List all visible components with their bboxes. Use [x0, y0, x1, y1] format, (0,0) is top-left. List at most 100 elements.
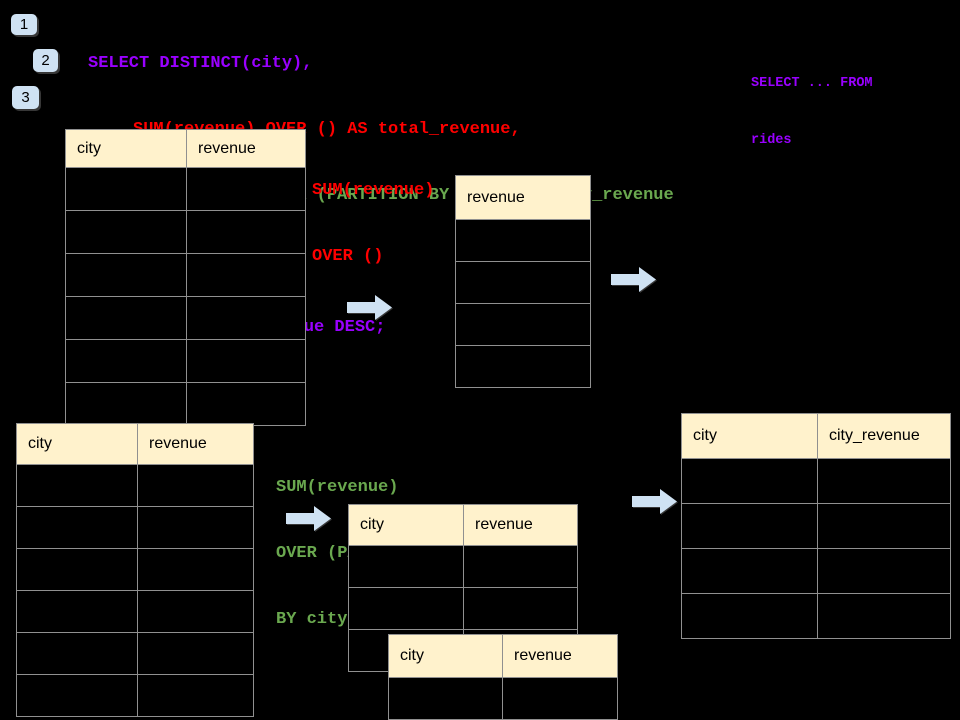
- step-badge-3: 3: [12, 86, 39, 109]
- label-line: SUM(revenue): [312, 181, 435, 200]
- source-table-top: city revenue: [65, 129, 306, 426]
- table-row: [388, 677, 618, 720]
- empty-cell: [16, 464, 138, 507]
- empty-cell: [817, 593, 951, 639]
- empty-cell: [348, 587, 464, 630]
- label-line: OVER (): [312, 247, 384, 266]
- label-line: BY city): [276, 610, 358, 629]
- table-row: [681, 458, 951, 504]
- empty-cell: [65, 167, 187, 211]
- column-header-revenue: revenue: [502, 634, 618, 678]
- empty-cell: [65, 382, 187, 426]
- empty-cell: [65, 339, 187, 383]
- empty-cell: [463, 545, 578, 588]
- column-header-revenue: revenue: [463, 504, 578, 546]
- step-badge-1: 1: [11, 14, 37, 35]
- empty-cell: [186, 210, 306, 254]
- city-revenue-result-table: city city_revenue: [681, 413, 951, 639]
- flow-arrow-icon: [611, 267, 656, 292]
- empty-cell: [348, 545, 464, 588]
- empty-cell: [137, 464, 254, 507]
- label-line: SUM(revenue): [276, 478, 399, 497]
- empty-cell: [186, 167, 306, 211]
- table-row: [16, 506, 254, 549]
- table-row: [65, 296, 306, 340]
- table-row: [16, 674, 254, 717]
- total-revenue-table: revenue: [455, 175, 591, 388]
- empty-cell: [455, 219, 591, 262]
- window-total-label: SUM(revenue) OVER (): [312, 136, 434, 312]
- empty-cell: [455, 261, 591, 304]
- header-row: city city_revenue: [681, 413, 951, 459]
- empty-cell: [455, 345, 591, 388]
- empty-cell: [681, 593, 818, 639]
- column-header-city: city: [16, 423, 138, 465]
- header-row: city revenue: [16, 423, 254, 465]
- empty-cell: [65, 210, 187, 254]
- empty-cell: [388, 677, 503, 720]
- empty-cell: [681, 548, 818, 594]
- column-header-revenue: revenue: [455, 175, 591, 220]
- table-row: [681, 548, 951, 594]
- table-row: [455, 303, 591, 346]
- empty-cell: [817, 548, 951, 594]
- empty-cell: [463, 587, 578, 630]
- empty-cell: [65, 253, 187, 297]
- table-row: [65, 253, 306, 297]
- header-row: city revenue: [388, 634, 618, 678]
- empty-cell: [16, 674, 138, 717]
- table-row: [16, 548, 254, 591]
- table-row: [16, 590, 254, 633]
- header-row: city revenue: [348, 504, 578, 546]
- side-query-code: SELECT ... FROM rides: [751, 36, 873, 188]
- table-row: [65, 210, 306, 254]
- table-row: [348, 545, 578, 588]
- empty-cell: [186, 253, 306, 297]
- column-header-city: city: [681, 413, 818, 459]
- header-row: revenue: [455, 175, 591, 220]
- column-header-city: city: [388, 634, 503, 678]
- empty-cell: [681, 503, 818, 549]
- empty-cell: [16, 590, 138, 633]
- empty-cell: [186, 296, 306, 340]
- header-row: city revenue: [65, 129, 306, 168]
- flow-arrow-icon: [347, 295, 392, 320]
- column-header-city: city: [348, 504, 464, 546]
- table-row: [681, 503, 951, 549]
- empty-cell: [137, 506, 254, 549]
- table-row: [65, 339, 306, 383]
- table-row: [16, 632, 254, 675]
- side-code-line: rides: [751, 133, 792, 148]
- empty-cell: [137, 674, 254, 717]
- empty-cell: [65, 296, 187, 340]
- flow-arrow-icon: [286, 506, 331, 531]
- code-line-select: SELECT DISTINCT(city),: [88, 54, 313, 73]
- column-header-revenue: revenue: [186, 129, 306, 168]
- table-row: [455, 345, 591, 388]
- column-header-city-revenue: city_revenue: [817, 413, 951, 459]
- empty-cell: [137, 632, 254, 675]
- table-row: [65, 167, 306, 211]
- side-code-line: SELECT ... FROM: [751, 76, 873, 91]
- column-header-city: city: [65, 129, 187, 168]
- empty-cell: [137, 590, 254, 633]
- table-row: [455, 219, 591, 262]
- empty-cell: [186, 382, 306, 426]
- empty-cell: [502, 677, 618, 720]
- table-row: [65, 382, 306, 426]
- step-badge-2: 2: [33, 49, 58, 72]
- source-table-bottom: city revenue: [16, 423, 254, 717]
- empty-cell: [186, 339, 306, 383]
- partition-table-b: city revenue: [388, 634, 618, 720]
- empty-cell: [455, 303, 591, 346]
- empty-cell: [681, 458, 818, 504]
- empty-cell: [16, 548, 138, 591]
- empty-cell: [817, 458, 951, 504]
- empty-cell: [137, 548, 254, 591]
- empty-cell: [817, 503, 951, 549]
- column-header-revenue: revenue: [137, 423, 254, 465]
- table-row: [455, 261, 591, 304]
- table-row: [348, 587, 578, 630]
- table-row: [681, 593, 951, 639]
